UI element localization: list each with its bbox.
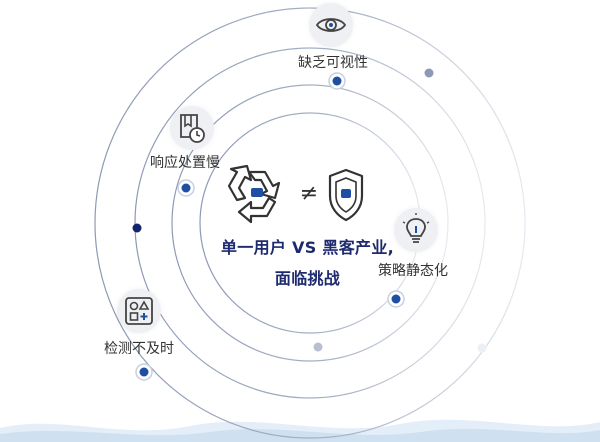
shapes-grid-icon-badge: [117, 289, 161, 333]
document-clock-icon: [180, 114, 205, 143]
not-equal-symbol: ≠: [300, 181, 318, 206]
center-title-line1: 单一用户 VS 黑客产业,: [220, 238, 395, 257]
ring-outer: [94, 7, 526, 439]
eye-icon-badge: [309, 3, 353, 47]
orbit-dot-dark: [132, 223, 142, 233]
shield-icon: [328, 168, 364, 222]
challenge-label-response: 响应处置慢: [150, 155, 220, 171]
challenge-label-strategy: 策略静态化: [378, 263, 448, 279]
orbit-dot-top-right: [424, 68, 434, 78]
challenge-label-detection: 检测不及时: [104, 341, 174, 357]
eye-icon: [315, 18, 347, 32]
recycle-triangle-icon: [227, 164, 281, 224]
wave-decoration-front: [0, 428, 600, 442]
lightbulb-icon: [402, 213, 430, 243]
ring-2: [171, 84, 449, 362]
marker-dot-visibility: [328, 72, 346, 90]
document-clock-icon-badge: [170, 106, 214, 150]
lightbulb-icon-badge: [394, 208, 438, 252]
marker-dot-strategy: [387, 290, 405, 308]
marker-dot-response: [177, 179, 195, 197]
center-title-line2: 面临挑战: [274, 269, 341, 288]
shapes-grid-icon: [125, 297, 153, 325]
ring-3: [134, 47, 486, 399]
marker-dot-detection: [135, 363, 153, 381]
challenge-label-visibility: 缺乏可视性: [298, 55, 368, 71]
orbit-dot-bottom: [313, 342, 323, 352]
orbit-dot-faint: [477, 343, 487, 353]
ring-inner: [199, 112, 421, 334]
